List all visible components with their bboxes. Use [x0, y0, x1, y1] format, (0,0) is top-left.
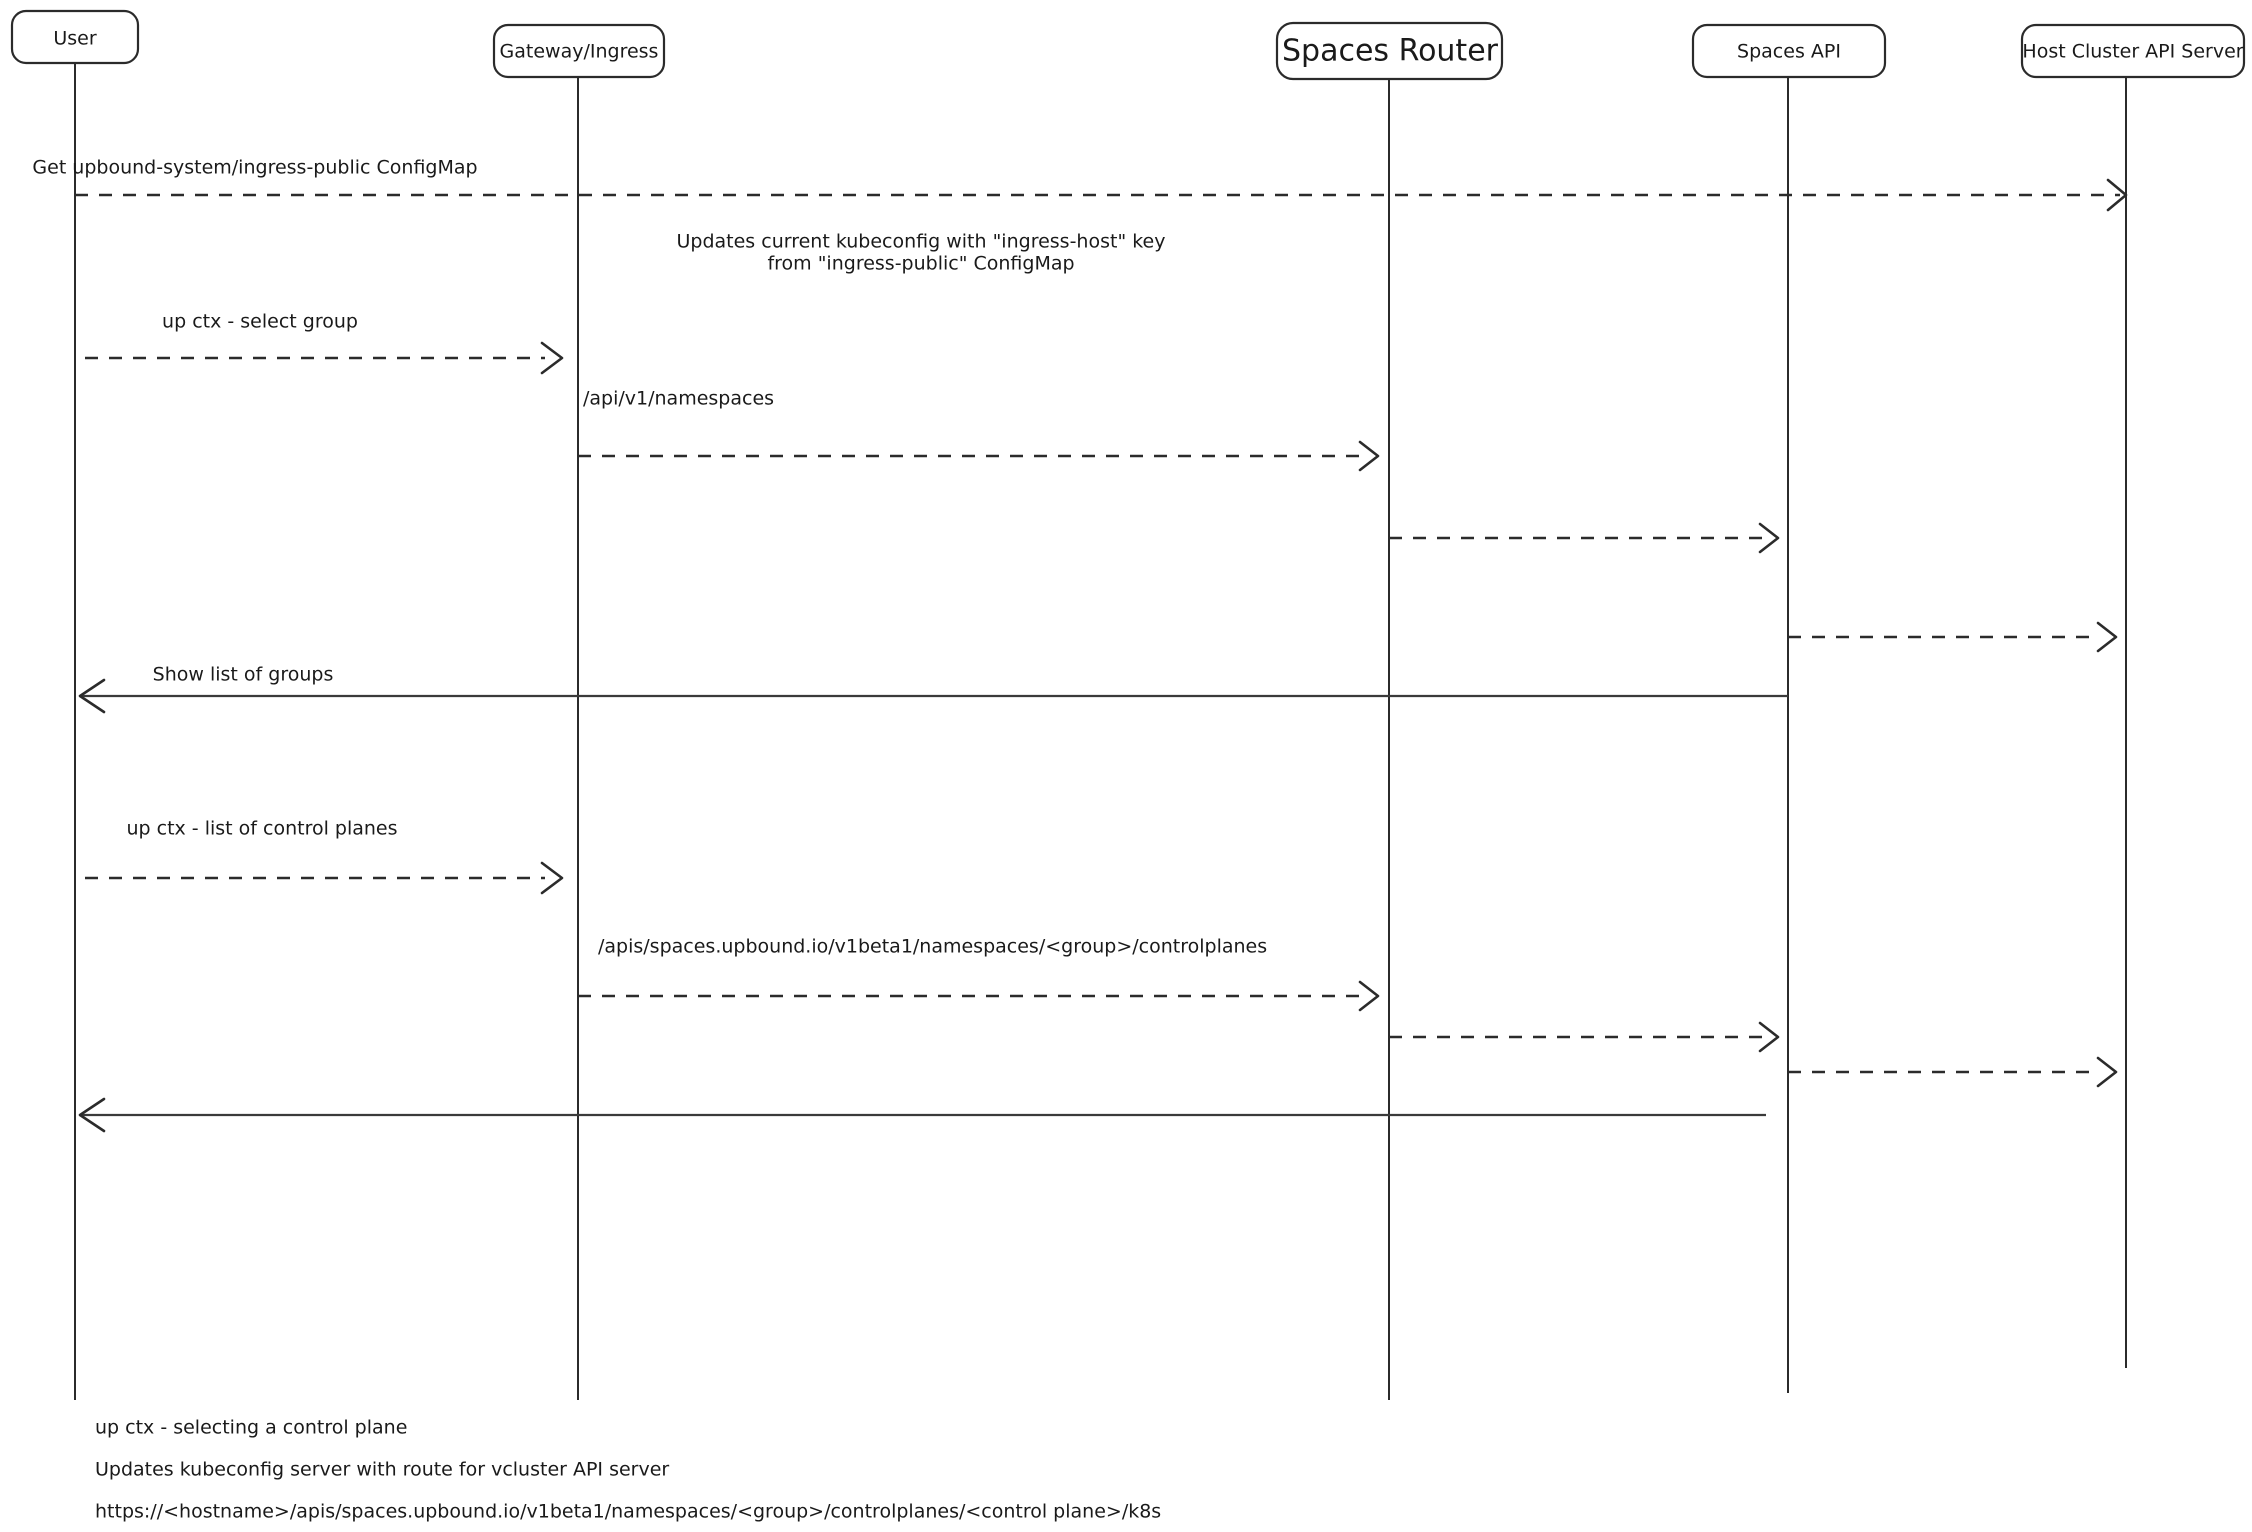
participant-label: User	[53, 28, 96, 50]
message-api-v1-namespaces[interactable]: /api/v1/namespaces	[578, 388, 1380, 472]
participant-spaces-router[interactable]: Spaces Router	[1275, 21, 1504, 81]
message-show-list-of-control-planes[interactable]	[78, 1097, 1766, 1133]
participant-box	[2020, 23, 2246, 79]
message-show-list-of-groups[interactable]: Show list of groups	[78, 664, 1788, 714]
message-up-ctx-select-group[interactable]: up ctx - select group	[85, 311, 564, 375]
participant-spaces-api[interactable]: Spaces API	[1691, 23, 1887, 79]
message-label: Get upbound-system/ingress-public Config…	[32, 157, 477, 179]
participant-box	[10, 9, 140, 65]
participant-label: Gateway/Ingress	[500, 41, 659, 63]
arrowhead-right-icon	[2106, 178, 2128, 212]
lifelines-layer	[74, 63, 2127, 1400]
participant-box	[1691, 23, 1887, 79]
message-label: up ctx - select group	[162, 311, 358, 333]
message-label: /apis/spaces.upbound.io/v1beta1/namespac…	[598, 936, 1267, 958]
arrowhead-right-icon	[1758, 522, 1780, 554]
bottom-note-2: Updates kubeconfig server with route for…	[95, 1459, 669, 1481]
arrowhead-right-icon	[1758, 1021, 1780, 1053]
message-get-configmap[interactable]: Get upbound-system/ingress-public Config…	[32, 157, 2128, 212]
message-label: Show list of groups	[153, 664, 334, 686]
participant-box	[1275, 21, 1504, 81]
bottom-notes-layer: up ctx - selecting a control plane Updat…	[95, 1417, 1161, 1523]
message-controlplanes-api-path[interactable]: /apis/spaces.upbound.io/v1beta1/namespac…	[578, 936, 1380, 1012]
arrowhead-right-icon	[540, 341, 564, 375]
arrowhead-right-icon	[540, 861, 564, 895]
participant-box	[492, 23, 666, 79]
message-up-ctx-list-control-planes[interactable]: up ctx - list of control planes	[85, 818, 564, 895]
note-kubeconfig-line1: Updates current kubeconfig with "ingress…	[677, 231, 1166, 253]
bottom-note-3: https://<hostname>/apis/spaces.upbound.i…	[95, 1501, 1161, 1523]
arrowhead-right-icon	[1358, 440, 1380, 472]
note-kubeconfig-update: Updates current kubeconfig with "ingress…	[677, 231, 1166, 275]
messages-layer: Get upbound-system/ingress-public Config…	[32, 157, 2128, 1133]
participant-host-cluster-api-server[interactable]: Host Cluster API Server	[2020, 23, 2246, 79]
message-spaces-api-to-host-cluster-2[interactable]	[1788, 1056, 2118, 1088]
participant-user[interactable]: User	[10, 9, 140, 65]
message-spaces-api-to-host-cluster[interactable]	[1788, 621, 2118, 653]
arrowhead-right-icon	[1358, 980, 1380, 1012]
arrowhead-left-icon	[78, 678, 106, 714]
participant-label: Spaces Router	[1282, 34, 1499, 69]
participant-label: Host Cluster API Server	[2022, 41, 2243, 63]
arrowhead-right-icon	[2096, 1056, 2118, 1088]
note-kubeconfig-line2: from "ingress-public" ConfigMap	[767, 253, 1074, 275]
participant-label: Spaces API	[1737, 41, 1841, 63]
message-router-to-spaces-api[interactable]	[1389, 522, 1780, 554]
participant-gateway-ingress[interactable]: Gateway/Ingress	[492, 23, 666, 79]
message-router-to-spaces-api-2[interactable]	[1389, 1021, 1780, 1053]
arrowhead-right-icon	[2096, 621, 2118, 653]
arrowhead-left-icon	[78, 1097, 106, 1133]
message-label: /api/v1/namespaces	[583, 388, 774, 410]
bottom-note-1: up ctx - selecting a control plane	[95, 1417, 407, 1439]
message-label: up ctx - list of control planes	[126, 818, 397, 840]
participants-layer: User Gateway/Ingress Spaces Router Space…	[10, 9, 2246, 81]
